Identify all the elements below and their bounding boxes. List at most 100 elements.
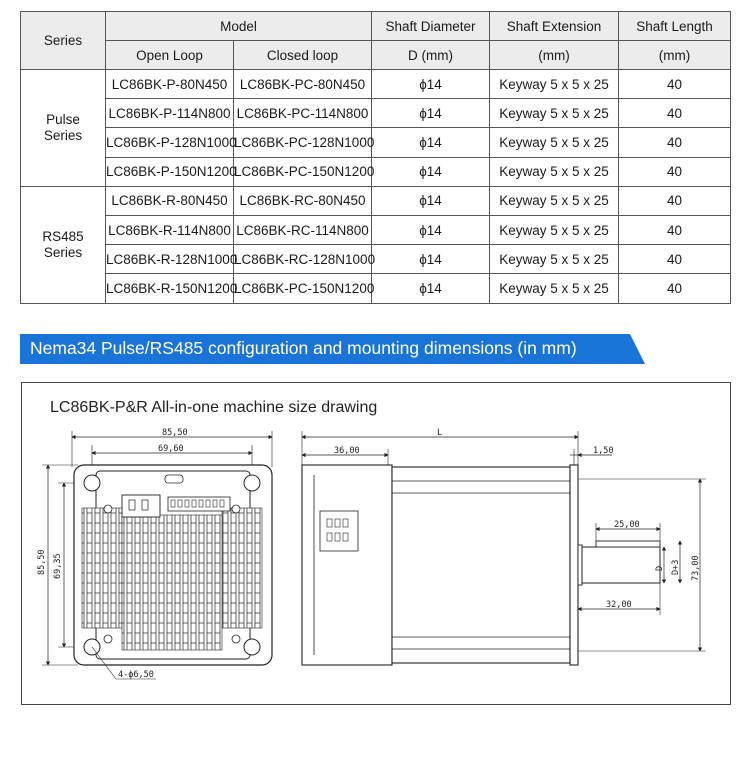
drawing-panel: 85,50 69,60 85,50 69,35 <box>21 382 731 705</box>
table-row: LC86BK-P-150N1200 LC86BK-PC-150N1200 ϕ14… <box>21 156 731 187</box>
header-shaft-length: Shaft Length <box>618 11 731 41</box>
cell-open-loop: LC86BK-P-150N1200 <box>105 156 237 187</box>
cell-closed-loop: LC86BK-PC-150N1200 <box>233 273 374 304</box>
cell-open-loop: LC86BK-R-150N1200 <box>105 273 237 304</box>
cell-diameter: ϕ14 <box>371 98 490 129</box>
front-view: 85,50 69,60 85,50 69,35 <box>37 428 273 680</box>
mount-hole <box>243 638 261 656</box>
table-row: LC86BK-R-150N1200 LC86BK-PC-150N1200 ϕ14… <box>21 273 731 304</box>
heatsink-fins-right <box>221 507 263 629</box>
cell-open-loop: LC86BK-P-114N800 <box>105 98 234 129</box>
series-label: Pulse <box>46 111 80 127</box>
power-connector <box>121 494 161 518</box>
cell-closed-loop: LC86BK-RC-114N800 <box>233 214 372 246</box>
cell-closed-loop: LC86BK-PC-114N800 <box>233 98 372 129</box>
cell-extension: Keyway 5 x 5 x 25 <box>489 98 619 129</box>
mount-hole <box>243 474 261 492</box>
cell-length: 40 <box>618 185 731 216</box>
cell-diameter: ϕ14 <box>371 127 490 158</box>
drawing-title: LC86BK-P&R All-in-one machine size drawi… <box>50 399 378 416</box>
cell-open-loop: LC86BK-P-128N1000 <box>105 127 237 158</box>
dim-side-pilot: 73,00 <box>691 555 701 581</box>
cell-diameter: ϕ14 <box>371 244 490 275</box>
cell-length: 40 <box>618 273 731 304</box>
cell-length: 40 <box>618 98 731 129</box>
heatsink-fins-center <box>121 514 223 651</box>
dim-side-length: L <box>437 428 442 438</box>
cell-diameter: ϕ14 <box>371 273 490 304</box>
banner-title: Nema34 Pulse/RS485 configuration and mou… <box>30 338 577 358</box>
series-label: RS485 <box>42 228 84 244</box>
series-cell-pulse: Pulse Series <box>20 69 106 187</box>
shaft <box>581 546 661 584</box>
cell-extension: Keyway 5 x 5 x 25 <box>489 185 619 216</box>
mounting-drawing: 85,50 69,60 85,50 69,35 <box>37 428 706 680</box>
side-view: L 36,00 1,50 <box>301 428 706 666</box>
dim-side-flange: 1,50 <box>593 446 613 456</box>
dim-front-width-holes: 69,60 <box>158 444 184 454</box>
cell-extension: Keyway 5 x 5 x 25 <box>489 214 619 246</box>
cell-closed-loop: LC86BK-PC-150N1200 <box>233 156 374 187</box>
dim-front-height-holes: 69,35 <box>53 553 63 579</box>
table-row: Pulse Series LC86BK-P-80N450 LC86BK-PC-8… <box>20 68 731 187</box>
dip-switch <box>319 510 359 552</box>
dim-side-shaft-d: D <box>655 566 665 571</box>
cell-open-loop: LC86BK-R-128N1000 <box>105 244 237 275</box>
table-row: LC86BK-R-114N800 LC86BK-RC-114N800 ϕ14 K… <box>21 214 731 246</box>
series-cell-rs485: RS485 Series <box>20 185 106 304</box>
pilot-boss <box>577 544 583 586</box>
spec-table: Series Model Shaft Diameter Shaft Extens… <box>20 11 731 304</box>
cell-length: 40 <box>618 68 731 100</box>
cell-diameter: ϕ14 <box>371 68 490 100</box>
header-extension-unit: (mm) <box>489 40 619 70</box>
keyway <box>595 540 661 548</box>
cell-length: 40 <box>618 214 731 246</box>
table-row: LC86BK-P-128N1000 LC86BK-PC-128N1000 ϕ14… <box>21 127 731 158</box>
dim-front-width-outer: 85,50 <box>162 428 188 438</box>
dim-side-keyway: 25,00 <box>614 520 640 530</box>
cell-extension: Keyway 5 x 5 x 25 <box>489 244 619 275</box>
mount-hole <box>83 474 101 492</box>
series-label: Series <box>43 127 83 143</box>
cell-open-loop: LC86BK-R-114N800 <box>105 214 234 246</box>
table-row: LC86BK-R-128N1000 LC86BK-RC-128N1000 ϕ14… <box>21 244 731 275</box>
series-label: Series <box>43 244 83 260</box>
dim-side-driver: 36,00 <box>334 446 360 456</box>
header-series: Series <box>20 11 106 70</box>
header-model: Model <box>105 11 372 41</box>
dim-front-holes: 4-ϕ6,50 <box>118 670 154 680</box>
cell-closed-loop: LC86BK-RC-80N450 <box>233 185 372 216</box>
header-closed-loop: Closed loop <box>233 40 372 70</box>
cell-length: 40 <box>618 244 731 275</box>
cell-length: 40 <box>618 156 731 187</box>
table-row: LC86BK-P-114N800 LC86BK-PC-114N800 ϕ14 K… <box>21 98 731 129</box>
header-shaft-diameter: Shaft Diameter <box>371 11 490 41</box>
cell-closed-loop: LC86BK-PC-128N1000 <box>233 127 374 158</box>
header-length-unit: (mm) <box>618 40 731 70</box>
cell-open-loop: LC86BK-P-80N450 <box>105 68 234 100</box>
cell-closed-loop: LC86BK-PC-80N450 <box>233 68 372 100</box>
cell-diameter: ϕ14 <box>371 214 490 246</box>
usb-port <box>164 474 184 484</box>
dim-side-shaft-d-plus: D+3 <box>671 560 681 575</box>
cell-extension: Keyway 5 x 5 x 25 <box>489 156 619 187</box>
cell-diameter: ϕ14 <box>371 185 490 216</box>
cell-diameter: ϕ14 <box>371 156 490 187</box>
banner-arrow-shape <box>20 334 645 364</box>
side-driver-housing <box>301 464 393 666</box>
header-open-loop: Open Loop <box>105 40 234 70</box>
side-flange <box>569 464 579 666</box>
cell-open-loop: LC86BK-R-80N450 <box>105 185 234 216</box>
cell-closed-loop: LC86BK-RC-128N1000 <box>233 244 375 275</box>
dim-side-shaft-length: 32,00 <box>606 600 632 610</box>
table-row: RS485 Series LC86BK-R-80N450 LC86BK-RC-8… <box>20 185 731 304</box>
cell-extension: Keyway 5 x 5 x 25 <box>489 127 619 158</box>
cell-length: 40 <box>618 127 731 158</box>
cell-extension: Keyway 5 x 5 x 25 <box>489 68 619 100</box>
dim-front-height-outer: 85,50 <box>37 549 47 575</box>
heatsink-fins-left <box>81 507 123 629</box>
section-banner: Nema34 Pulse/RS485 configuration and mou… <box>20 334 645 364</box>
cell-extension: Keyway 5 x 5 x 25 <box>489 273 619 304</box>
side-motor-body <box>391 466 571 664</box>
header-shaft-extension: Shaft Extension <box>489 11 619 41</box>
